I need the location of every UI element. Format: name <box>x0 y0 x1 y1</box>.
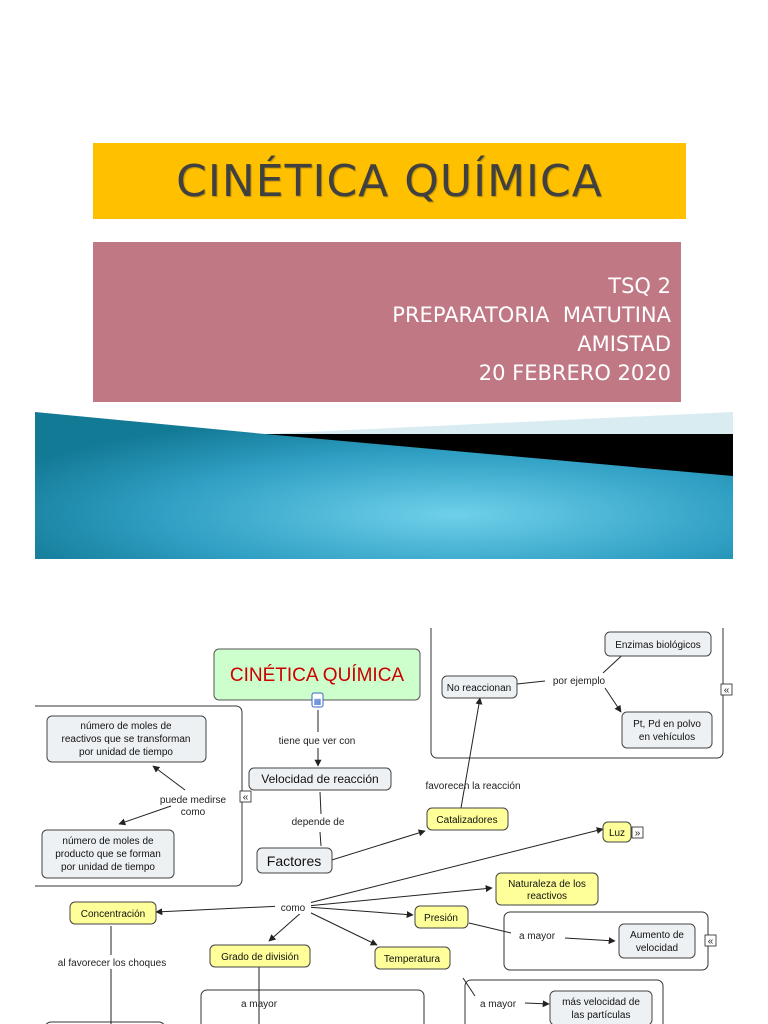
link-a-mayor: a mayor <box>519 931 556 942</box>
subtitle-line: AMISTAD <box>577 332 671 356</box>
label-catalizadores: Catalizadores <box>436 815 497 826</box>
node-temperatura[interactable] <box>374 946 451 970</box>
node-no-reaccionan[interactable] <box>441 675 518 699</box>
resource-icon[interactable] <box>311 692 324 708</box>
label-moles-producto: número de moles de <box>62 836 154 847</box>
node-mas-velocidad[interactable] <box>549 990 653 1024</box>
label-concentracion: Concentración <box>81 909 145 920</box>
expand-icon[interactable] <box>720 683 733 696</box>
subtitle-line: 20 FEBRERO 2020 <box>478 361 671 385</box>
main-concept-label: CINÉTICA QUÍMICA <box>230 665 405 686</box>
label-mas-velocidad: las partículas <box>572 1010 631 1021</box>
label-naturaleza: Naturaleza de los <box>508 879 586 890</box>
link-tiene-que-ver: tiene que ver con <box>279 736 356 747</box>
label-velocidad: Velocidad de reacción <box>261 772 378 786</box>
link-al-favorecer: al favorecer los choques <box>58 958 166 969</box>
link-puede-medirse: como <box>181 807 206 818</box>
collapse-icon[interactable] <box>631 826 644 839</box>
label-moles-producto: producto que se forman <box>55 849 161 860</box>
node-moles-reactivos[interactable] <box>46 715 207 763</box>
label-moles-reactivos: por unidad de tiempo <box>79 747 173 758</box>
expand-icon[interactable] <box>704 934 717 947</box>
node-naturaleza[interactable] <box>495 872 599 906</box>
label-no-reaccionan: No reaccionan <box>447 683 511 694</box>
title-banner: CINÉTICA QUÍMICA <box>93 143 686 219</box>
label-pt-pd: en vehículos <box>639 732 695 743</box>
link-favorecen: favorecen la reacción <box>425 781 520 792</box>
slide-title: CINÉTICA QUÍMICA <box>176 155 603 207</box>
resource-glyph: ▦ <box>314 697 322 706</box>
label-moles-producto: por unidad de tiempo <box>61 862 155 873</box>
expand-icon[interactable] <box>239 790 252 803</box>
label-pt-pd: Pt, Pd en polvo <box>633 719 701 730</box>
node-factores[interactable] <box>256 847 333 874</box>
label-moles-reactivos: reactivos que se transforman <box>62 734 191 745</box>
link-por-ejemplo: por ejemplo <box>553 676 606 687</box>
expand-glyph: « <box>243 792 249 803</box>
concept-map: CINÉTICA QUÍMICA ▦ « « » « Enzimas bio <box>35 628 733 1024</box>
subtitle-box: TSQ 2 PREPARATORIA MATUTINA AMISTAD 20 F… <box>93 242 681 402</box>
link-como: como <box>281 903 306 914</box>
node-presion[interactable] <box>414 905 469 929</box>
label-naturaleza: reactivos <box>527 891 567 902</box>
node-concentracion[interactable] <box>69 901 157 925</box>
node-catalizadores[interactable] <box>426 807 509 831</box>
label-moles-reactivos: número de moles de <box>80 721 172 732</box>
subtitle-line: TSQ 2 <box>608 274 671 298</box>
node-aumento[interactable] <box>618 923 696 959</box>
node-grado[interactable] <box>209 944 311 968</box>
collapse-glyph: » <box>635 828 641 839</box>
expand-glyph: « <box>708 936 714 947</box>
node-velocidad[interactable] <box>248 767 392 791</box>
link-bg <box>545 673 613 687</box>
label-luz: Luz <box>609 828 625 839</box>
node-luz[interactable] <box>602 821 632 843</box>
link-puede-medirse: puede medirse <box>160 795 227 806</box>
link-bg <box>275 900 311 914</box>
link-a-mayor: a mayor <box>480 999 517 1010</box>
link-a-mayor: a mayor <box>241 999 278 1010</box>
decorative-banner <box>35 412 733 559</box>
node-enzimas[interactable] <box>604 631 712 657</box>
link-depende-de: depende de <box>292 817 345 828</box>
label-presion: Presión <box>424 913 458 924</box>
label-factores: Factores <box>267 853 321 869</box>
label-grado: Grado de división <box>221 952 299 963</box>
label-mas-velocidad: más velocidad de <box>562 997 640 1008</box>
node-pt-pd[interactable] <box>621 711 713 749</box>
expand-glyph: « <box>724 685 730 696</box>
node-moles-producto[interactable] <box>41 829 175 879</box>
label-aumento: Aumento de <box>630 930 684 941</box>
subtitle-line: PREPARATORIA MATUTINA <box>392 303 671 327</box>
label-temperatura: Temperatura <box>384 954 441 965</box>
link-bg <box>49 955 175 969</box>
label-aumento: velocidad <box>636 943 678 954</box>
label-enzimas: Enzimas biológicos <box>615 640 701 651</box>
